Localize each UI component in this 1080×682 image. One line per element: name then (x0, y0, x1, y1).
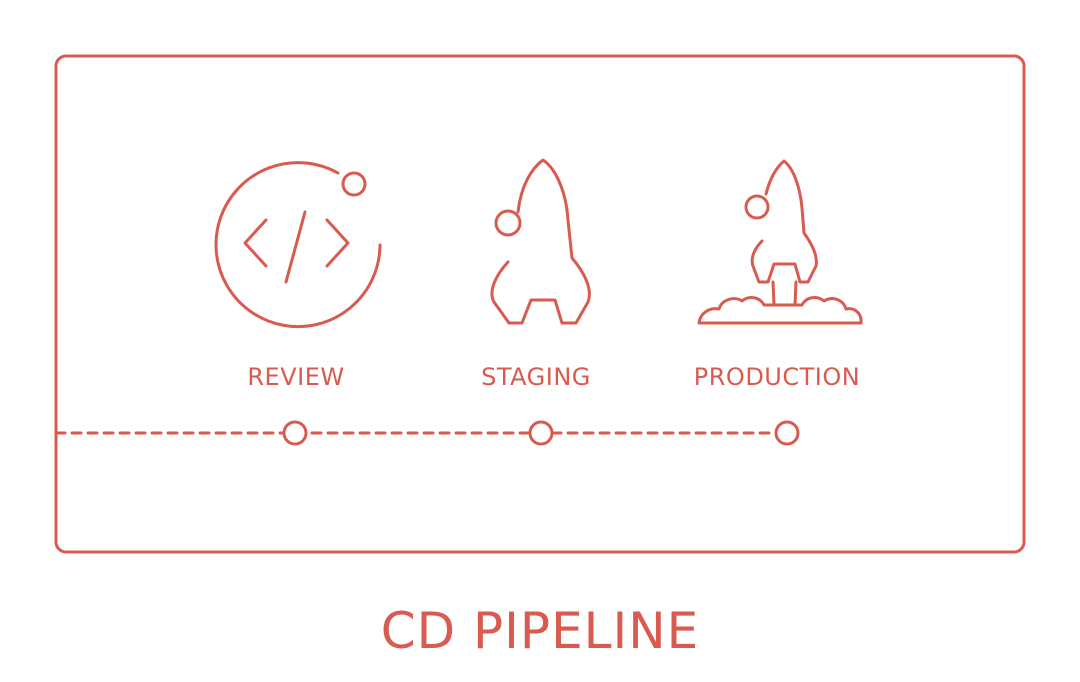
pipeline-title: CD PIPELINE (380, 602, 700, 660)
pipeline-frame (54, 54, 1026, 554)
timeline-node-staging (528, 420, 554, 446)
stage-label-staging: STAGING (481, 363, 591, 391)
rocket-launch-icon (697, 159, 863, 325)
stage-label-production: PRODUCTION (693, 363, 861, 391)
rocket-icon (490, 158, 591, 325)
timeline-node-review (282, 420, 308, 446)
timeline-node-production (774, 420, 800, 446)
stage-label-review: REVIEW (247, 363, 345, 391)
code-icon (214, 161, 382, 329)
